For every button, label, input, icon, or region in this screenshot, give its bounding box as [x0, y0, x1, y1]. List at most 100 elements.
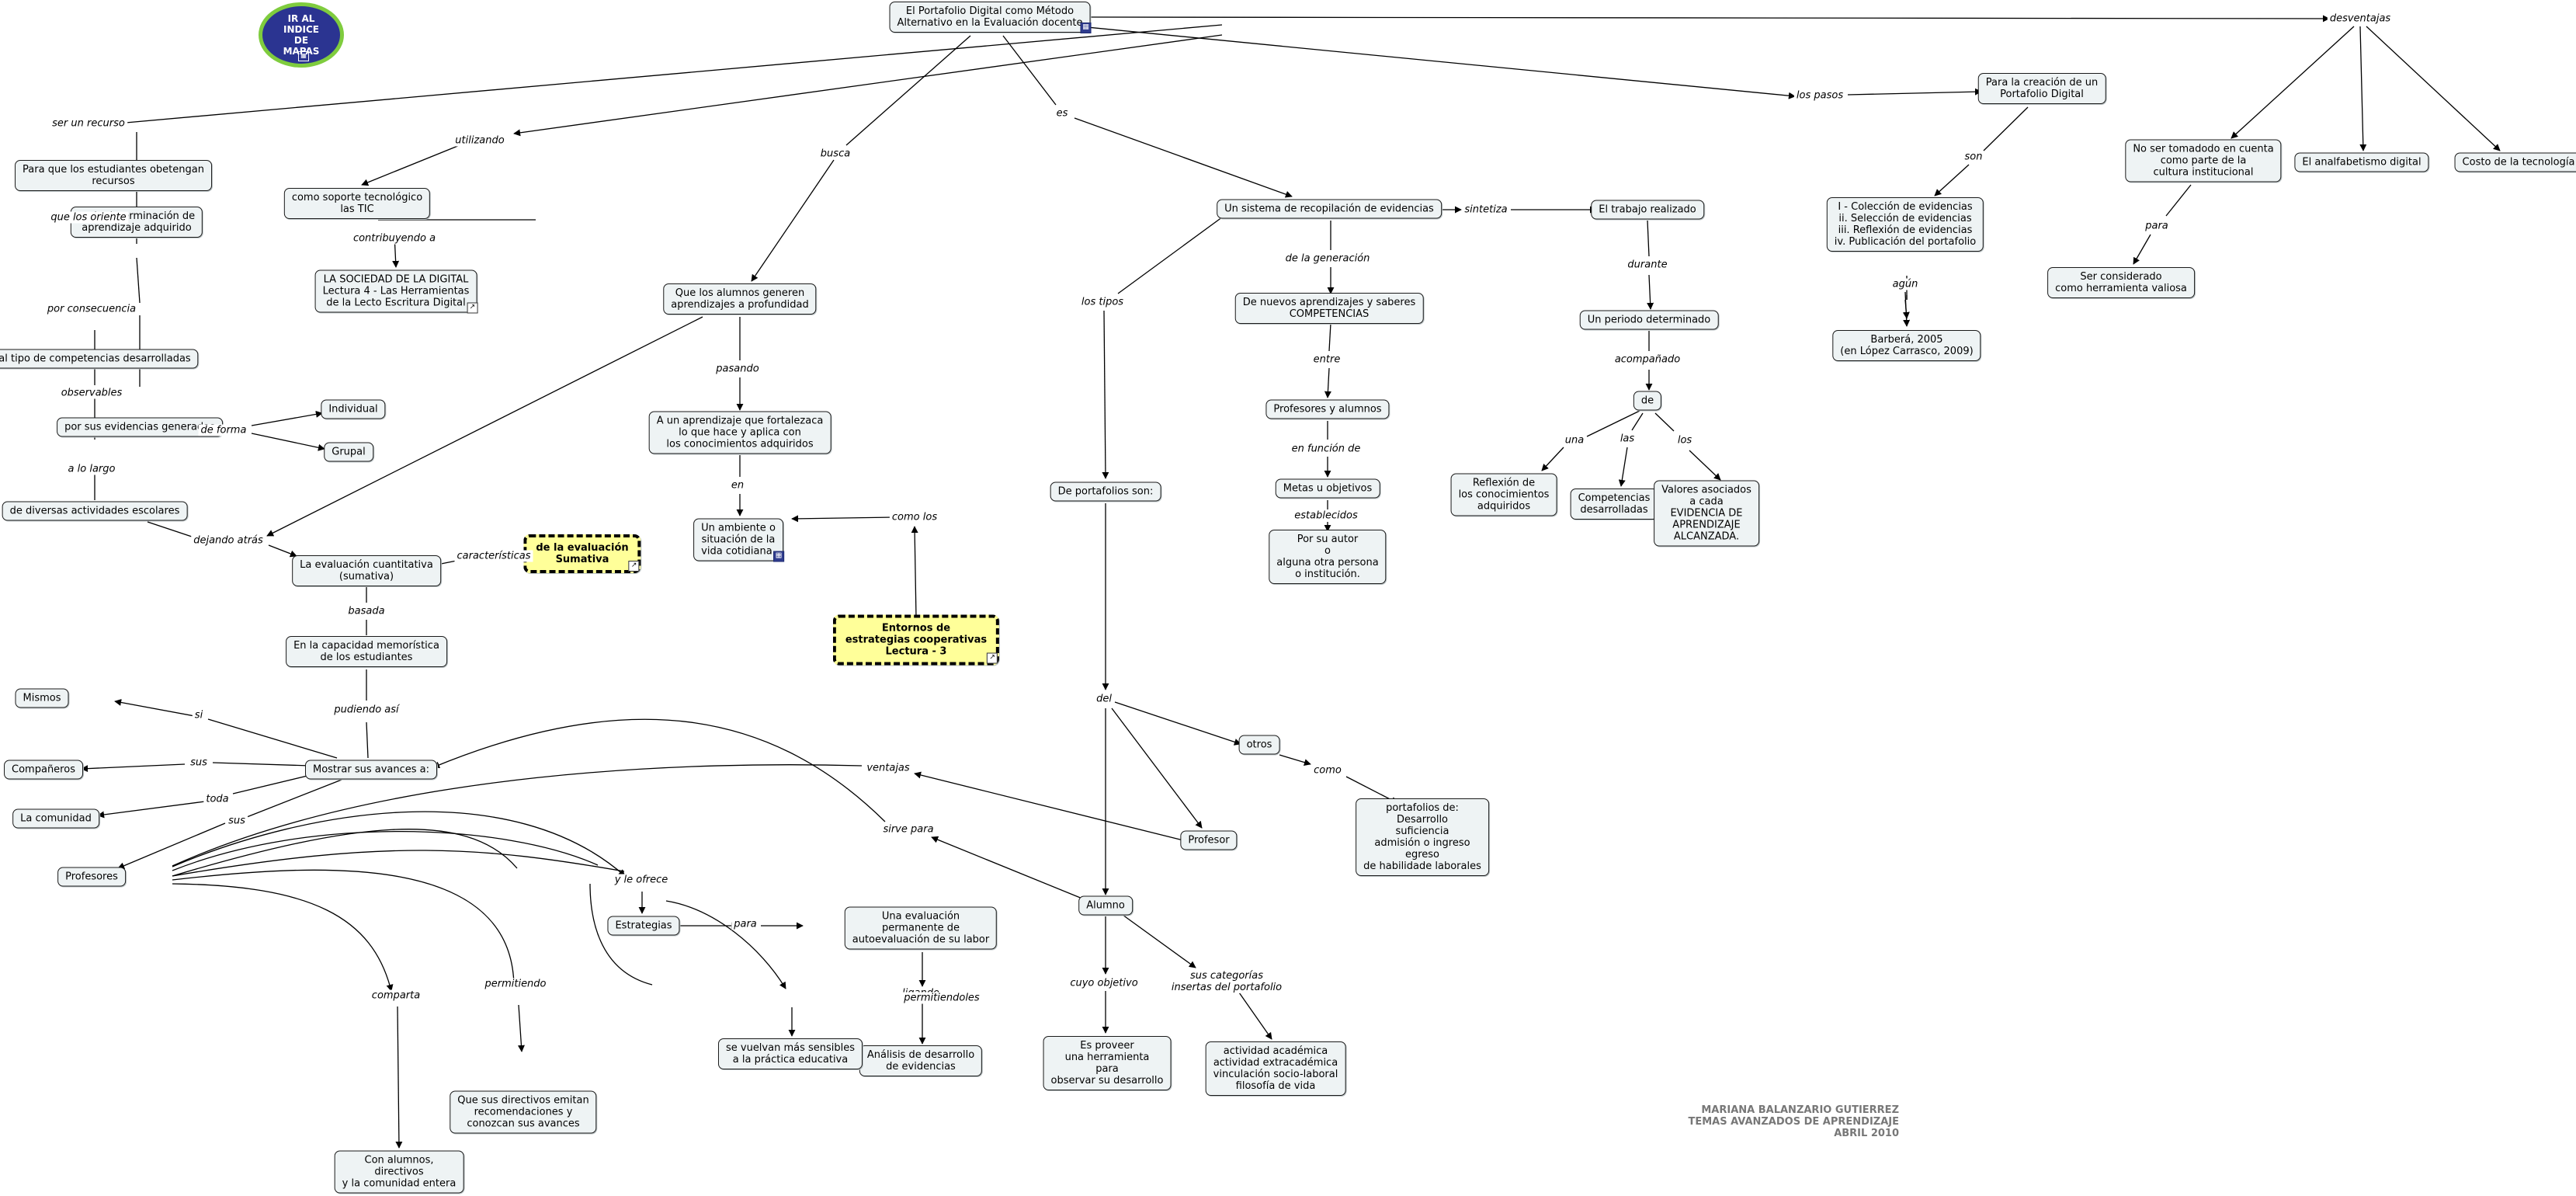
- node-text-line: vida cotidiana.: [701, 545, 776, 558]
- concept-node-metas: Metas u objetivos: [1275, 478, 1380, 499]
- node-text-line: Portafolio Digital: [2000, 89, 2084, 100]
- node-text-line: APRENDIZAJE: [1672, 519, 1741, 531]
- node-text-line: los conocimientos adquiridos: [666, 438, 814, 450]
- node-text-line: EVIDENCIA DE: [1670, 507, 1743, 520]
- node-text-line: adquiridos: [1477, 500, 1531, 513]
- link-label-como: como: [1311, 764, 1344, 777]
- node-text-line: de habilidade laborales: [1363, 860, 1481, 872]
- link-label-las: las: [1617, 433, 1637, 445]
- node-text-line: como parte de la: [2160, 155, 2247, 167]
- concept-node-costo: Costo de la tecnología: [2454, 152, 2576, 172]
- node-text-line: iv. Publicación del portafolio: [1834, 236, 1977, 248]
- node-text-line: observar su desarrollo: [1050, 1075, 1164, 1086]
- index-label-line: INDICE: [283, 24, 319, 35]
- node-text-line: A un aprendizaje que fortalezaca: [656, 415, 824, 427]
- link-label-permitiendoles: permitiendoles: [901, 992, 982, 1004]
- node-text-line: vinculación socio-laboral: [1213, 1069, 1338, 1080]
- resource-icon[interactable]: ▦: [772, 551, 784, 562]
- link-text-line: sus categorías: [1189, 970, 1264, 982]
- node-text-line: de la evaluación: [536, 542, 629, 554]
- node-text-line: de: [1640, 395, 1654, 407]
- link-label-como-los: como los: [889, 511, 940, 523]
- node-text-line: lo que hace y aplica con: [679, 426, 801, 439]
- node-text-line: No ser tomadodo en cuenta: [2133, 143, 2274, 155]
- concept-node-periodo: Un periodo determinado: [1579, 310, 1719, 330]
- node-text-line: Para que los estudiantes obetengan: [23, 164, 204, 176]
- concept-node-sistema-recopilacion: Un sistema de recopilación de evidencias: [1217, 199, 1442, 219]
- concept-node-companeros: Compañeros: [4, 760, 83, 780]
- node-text-line: Ser considerado: [2080, 271, 2162, 283]
- concept-node-comunidad: La comunidad: [12, 808, 99, 829]
- node-text-line: Alumno: [1086, 899, 1125, 912]
- link-icon: ▦: [298, 51, 309, 61]
- link-label-toda: toda: [203, 793, 231, 805]
- link-label-del: del: [1094, 693, 1114, 705]
- link-label-pasando: pasando: [713, 363, 762, 375]
- node-text-line: recursos: [92, 176, 135, 187]
- node-text-line: de la Lecto Escritura Digital: [326, 297, 466, 309]
- node-text-line: conozcan sus avances: [467, 1118, 580, 1130]
- node-text-line: Competencias: [1578, 492, 1651, 504]
- concept-node-portafolios-son: De portafolios son:: [1050, 482, 1161, 502]
- concept-node-grupal: Grupal: [324, 442, 373, 462]
- concept-node-estrategias: Estrategias: [607, 916, 680, 936]
- credits-course: TEMAS AVANZADOS DE APRENDIZAJE: [1688, 1116, 1899, 1128]
- node-text-line: permanente de: [882, 922, 960, 934]
- index-maps-button[interactable]: IR AL INDICE DE MAPAS ▦: [259, 2, 344, 68]
- link-label-para-des: para: [2143, 220, 2171, 232]
- node-text-line: recomendaciones y: [474, 1106, 573, 1118]
- link-label-observables: observables: [58, 387, 125, 399]
- node-text-line: aprendizajes a profundidad: [671, 299, 809, 311]
- concept-node-evaluacion-cuantitativa: La evaluación cuantitativa(sumativa): [292, 555, 441, 586]
- node-text-line: desarrolladas: [1580, 504, 1648, 516]
- node-text-line: los conocimientos: [1458, 488, 1550, 501]
- concept-node-evidencias-generadas: por sus evidencias generadas: [57, 417, 223, 437]
- link-label-comparta: comparta: [369, 989, 423, 1002]
- node-text-line: Un sistema de recopilación de evidencias: [1224, 203, 1434, 215]
- link-label-dejando-atras: dejando atrás: [191, 534, 266, 547]
- link-label-cuyo-objetivo: cuyo objetivo: [1068, 977, 1140, 989]
- external-link-icon[interactable]: ↗: [987, 652, 998, 664]
- link-text-line: insertas del portafolio: [1171, 982, 1283, 993]
- link-label-contribuyendo: contribuyendo a: [350, 232, 439, 245]
- node-text-line: Para la creación de un: [1985, 77, 2099, 89]
- node-text-line: Un ambiente o: [701, 522, 776, 534]
- node-text-line: de diversas actividades escolares: [9, 505, 180, 517]
- node-text-line: La comunidad: [20, 812, 92, 825]
- link-label-en: en: [728, 479, 747, 492]
- external-link-icon[interactable]: ↗: [628, 561, 640, 572]
- node-text-line: (sumativa): [338, 571, 394, 582]
- node-text-line: Sumativa: [555, 554, 609, 565]
- node-text-line: de los estudiantes: [320, 652, 413, 663]
- resource-icon[interactable]: ▦: [1080, 23, 1092, 33]
- node-text-line: Es proveer: [1080, 1040, 1134, 1052]
- node-text-line: Reflexión de: [1472, 477, 1536, 489]
- node-text-line: autoevaluación de su labor: [852, 934, 990, 946]
- concept-node-barbera: Barberá, 2005(en López Carrasco, 2009): [1832, 330, 1981, 361]
- link-label-desventajas: desventajas: [2327, 12, 2394, 25]
- node-text-line: Por su autor: [1297, 534, 1359, 545]
- concept-node-alumno: Alumno: [1078, 895, 1133, 916]
- link-label-busca: busca: [818, 148, 853, 160]
- node-text-line: Compañeros: [12, 763, 75, 776]
- node-text-line: ALCANZADA.: [1673, 530, 1740, 543]
- external-link-icon[interactable]: ↗: [467, 302, 478, 314]
- node-text-line: Profesores: [65, 871, 118, 883]
- node-text-line: Un periodo determinado: [1587, 314, 1711, 326]
- node-text-line: Mostrar sus avances a:: [312, 763, 430, 776]
- link-label-acompanado: acompañado: [1612, 353, 1683, 366]
